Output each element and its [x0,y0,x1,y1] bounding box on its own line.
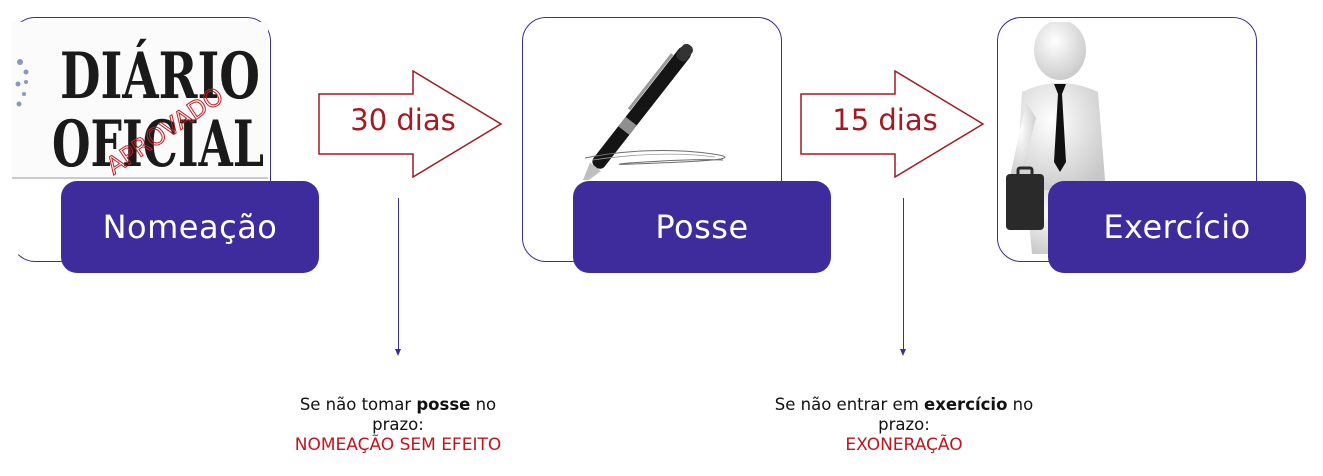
connector-arrowhead-1 [395,349,401,356]
nomeacao-label: Nomeação [61,181,319,273]
arrow-label-30-dias: 30 dias [350,103,456,137]
arrow-15-dias [800,70,985,178]
nomeacao-card: DIÁRIO OFICIAL APROVADO [11,17,271,262]
note-bold-exercicio: exercício [924,395,1008,414]
note-posse: Se não tomar posse no prazo: NOMEAÇÃO SE… [238,395,558,455]
exercicio-label: Exercício [1048,181,1306,273]
note-bold-posse: posse [416,395,471,414]
diario-oficial-image: DIÁRIO OFICIAL APROVADO [12,22,268,180]
newspaper-line1: DIÁRIO [60,39,260,114]
newspaper-line2: OFICIAL [52,107,264,180]
connector-arrowhead-2 [900,349,906,356]
posse-label: Posse [573,181,831,273]
pen-signature-image [563,30,733,180]
connector-line-1 [398,198,399,350]
connector-line-2 [903,198,904,350]
note-result-nomeacao-sem-efeito: NOMEAÇÃO SEM EFEITO [294,435,502,455]
arrow-30-dias [318,70,503,178]
note-exercicio: Se não entrar em exercício no prazo: EXO… [744,395,1064,455]
arrow-label-15-dias: 15 dias [832,103,938,137]
note-result-exoneracao: EXONERAÇÃO [845,435,963,455]
